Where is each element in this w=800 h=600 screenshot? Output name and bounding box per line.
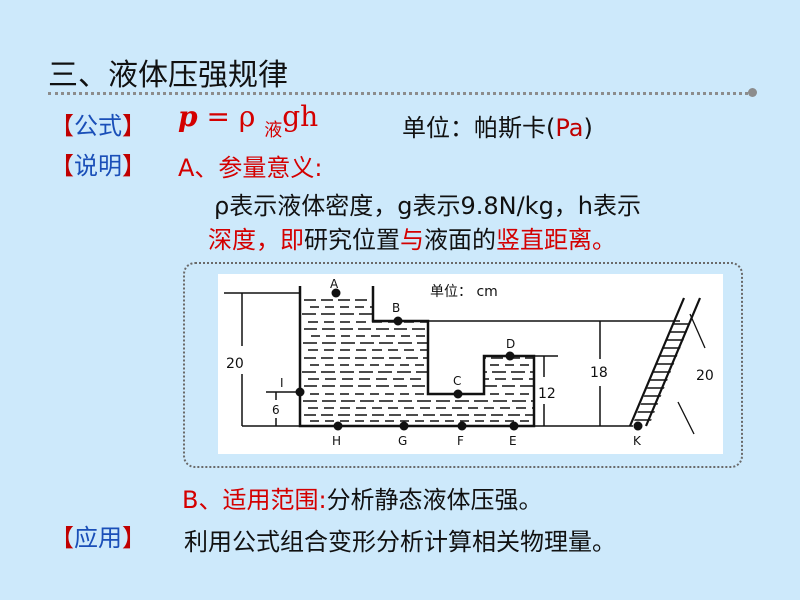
scope-line: B、适用范围:分析静态液体压强。 — [182, 486, 543, 514]
diagram-frame — [183, 262, 743, 468]
point-label-i: I — [280, 376, 284, 390]
dimension-18: 18 — [590, 365, 608, 381]
point-markers — [295, 288, 643, 431]
container-diagram: 单位： cm A B C D H G F E I K 20 6 12 18 20 — [218, 274, 723, 454]
formula-tag: 【公式】 — [50, 112, 146, 140]
application-tag: 【应用】 — [50, 524, 146, 552]
point-label-g: G — [398, 434, 407, 448]
note-tag: 【说明】 — [50, 152, 146, 180]
unit-caption: 单位： cm — [430, 284, 498, 300]
parameter-line-2: 深度，即研究位置与液面的竖直距离。 — [208, 226, 616, 254]
formula-tag-label: 公式 — [74, 112, 122, 140]
page-title: 三、液体压强规律 — [48, 58, 288, 93]
point-label-b: B — [392, 301, 400, 315]
container-diagram-svg: 单位： cm A B C D H G F E I K 20 6 12 18 20 — [224, 277, 714, 448]
liquid-fill — [302, 299, 534, 422]
dimension-12: 12 — [538, 386, 556, 402]
point-label-c: C — [453, 374, 461, 388]
point-label-e: E — [509, 434, 517, 448]
point-label-d: D — [506, 337, 515, 351]
point-label-k: K — [633, 434, 642, 448]
title-divider — [48, 92, 754, 95]
application-tag-label: 应用 — [74, 524, 122, 552]
formula-subscript: 液 — [264, 120, 283, 141]
point-label-f: F — [457, 434, 464, 448]
divider-end-dot — [748, 88, 757, 97]
application-text: 利用公式组合变形分析计算相关物理量。 — [184, 528, 616, 556]
dimension-20-right: 20 — [696, 368, 714, 384]
dimension-6: 6 — [272, 403, 280, 417]
dimension-20-left: 20 — [226, 356, 244, 372]
unit-label: 单位：帕斯卡(Pa) — [402, 114, 593, 142]
container-outline — [298, 286, 536, 428]
pressure-formula: p = ρ 液gh — [178, 100, 319, 141]
point-label-a: A — [330, 277, 339, 291]
reference-lines — [224, 292, 680, 427]
point-label-h: H — [332, 434, 341, 448]
parameter-heading: A、参量意义: — [178, 154, 323, 182]
slanted-tube — [628, 297, 706, 435]
parameter-line-1: ρ表示液体密度，g表示9.8N/kg，h表示 — [214, 192, 642, 220]
note-tag-label: 说明 — [74, 152, 122, 180]
